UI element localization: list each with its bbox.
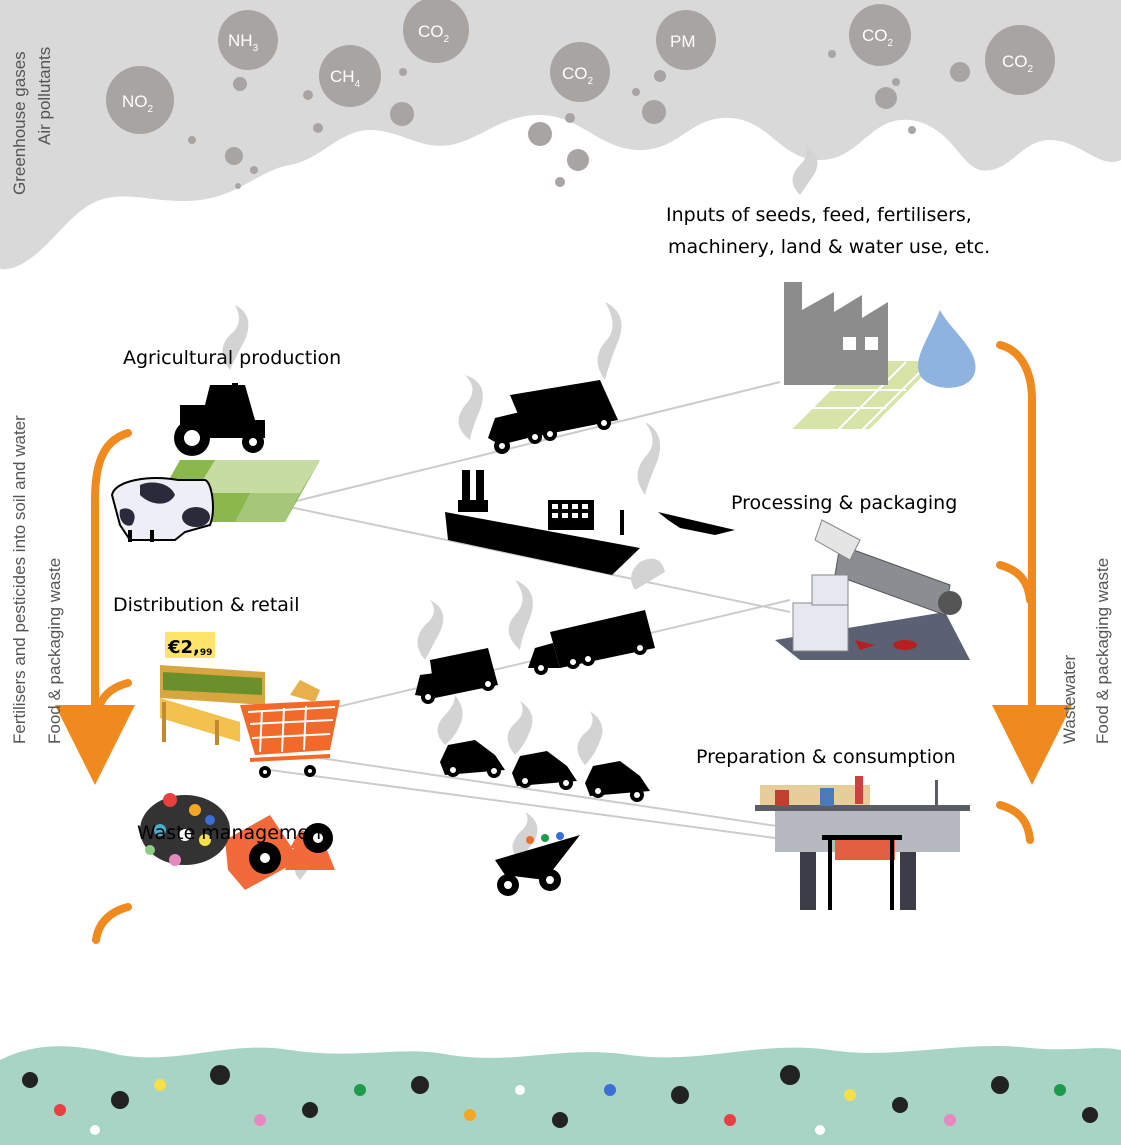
gas-bubble-ch4 <box>319 45 381 107</box>
gas-bubble-co2-2 <box>550 42 610 102</box>
water-drop-icon <box>918 310 976 388</box>
left-flow-label-line1: Fertilisers and pesticides into soil and… <box>10 415 29 744</box>
gas-label-co2-3: CO2 <box>862 26 894 49</box>
processing-packaging-label: Processing & packaging <box>731 492 957 514</box>
gas-label-co2-4: CO2 <box>1002 52 1034 75</box>
truck-icon-top <box>488 380 618 454</box>
ship-icon <box>445 470 640 575</box>
truck-icon-middle-2 <box>528 610 655 675</box>
gas-labels: NO2 NH3 CH4 CO2 CO2 PM CO2 CO2 <box>122 22 1034 115</box>
distribution-retail-label: Distribution & retail <box>113 594 299 616</box>
right-flow-label-line2: Food & packaging waste <box>1093 558 1112 744</box>
kitchen-table-icon <box>755 776 970 910</box>
gas-bubble-co2-1 <box>403 0 469 63</box>
emission-cloud <box>0 0 1121 270</box>
gas-bubble-co2-3 <box>849 4 911 66</box>
gas-label-co2-1: CO2 <box>418 22 450 45</box>
gas-bubble-no2 <box>106 66 174 134</box>
left-flow-arrow <box>55 429 135 785</box>
agricultural-production-label: Agricultural production <box>123 347 341 369</box>
gas-label-co2-2: CO2 <box>562 64 594 87</box>
gas-bubble-co2-4 <box>985 25 1055 95</box>
inputs-label-line2: machinery, land & water use, etc. <box>668 236 990 258</box>
gas-bubble-pm <box>656 10 716 70</box>
smoke-plumes <box>222 145 818 880</box>
gas-label-nh3: NH3 <box>228 31 259 54</box>
right-flow-arrow <box>992 341 1072 785</box>
waste-pile-icon <box>140 793 230 866</box>
shopping-cart-icon <box>240 680 340 778</box>
airplane-icon <box>658 512 735 535</box>
gas-label-no2: NO2 <box>122 92 154 115</box>
retail-shelf-icon <box>160 632 265 745</box>
car-icons <box>440 740 650 802</box>
price-tag: €2,99 <box>167 637 212 658</box>
gas-bubble-nh3 <box>218 10 278 70</box>
right-flow-label-line1: Wastewater <box>1060 655 1079 744</box>
tractor-icon <box>174 383 265 456</box>
processing-machine-icon <box>775 519 970 660</box>
gas-label-ch4: CH4 <box>330 67 361 90</box>
preparation-consumption-label: Preparation & consumption <box>696 746 956 768</box>
left-flow-label-line2: Food & packaging waste <box>45 558 64 744</box>
landfill-icon <box>0 1046 1121 1145</box>
emissions-label-line2: Air pollutants <box>35 47 54 145</box>
ship-containers <box>552 504 588 518</box>
wheelbarrow-icon <box>495 832 580 896</box>
truck-icon-middle-1 <box>415 648 498 704</box>
gas-bubbles <box>106 0 1055 189</box>
waste-management-label: Waste management <box>137 822 329 844</box>
factory-icon <box>784 282 943 431</box>
emissions-label: Greenhouse gases Air pollutants <box>10 47 54 195</box>
emissions-label-line1: Greenhouse gases <box>10 51 29 195</box>
bulldozer-icon <box>225 815 335 890</box>
flow-arrows <box>55 341 1072 944</box>
inputs-label-line1: Inputs of seeds, feed, fertilisers, <box>666 204 972 226</box>
gas-label-pm: PM <box>670 32 696 51</box>
cow-icon <box>110 477 214 542</box>
